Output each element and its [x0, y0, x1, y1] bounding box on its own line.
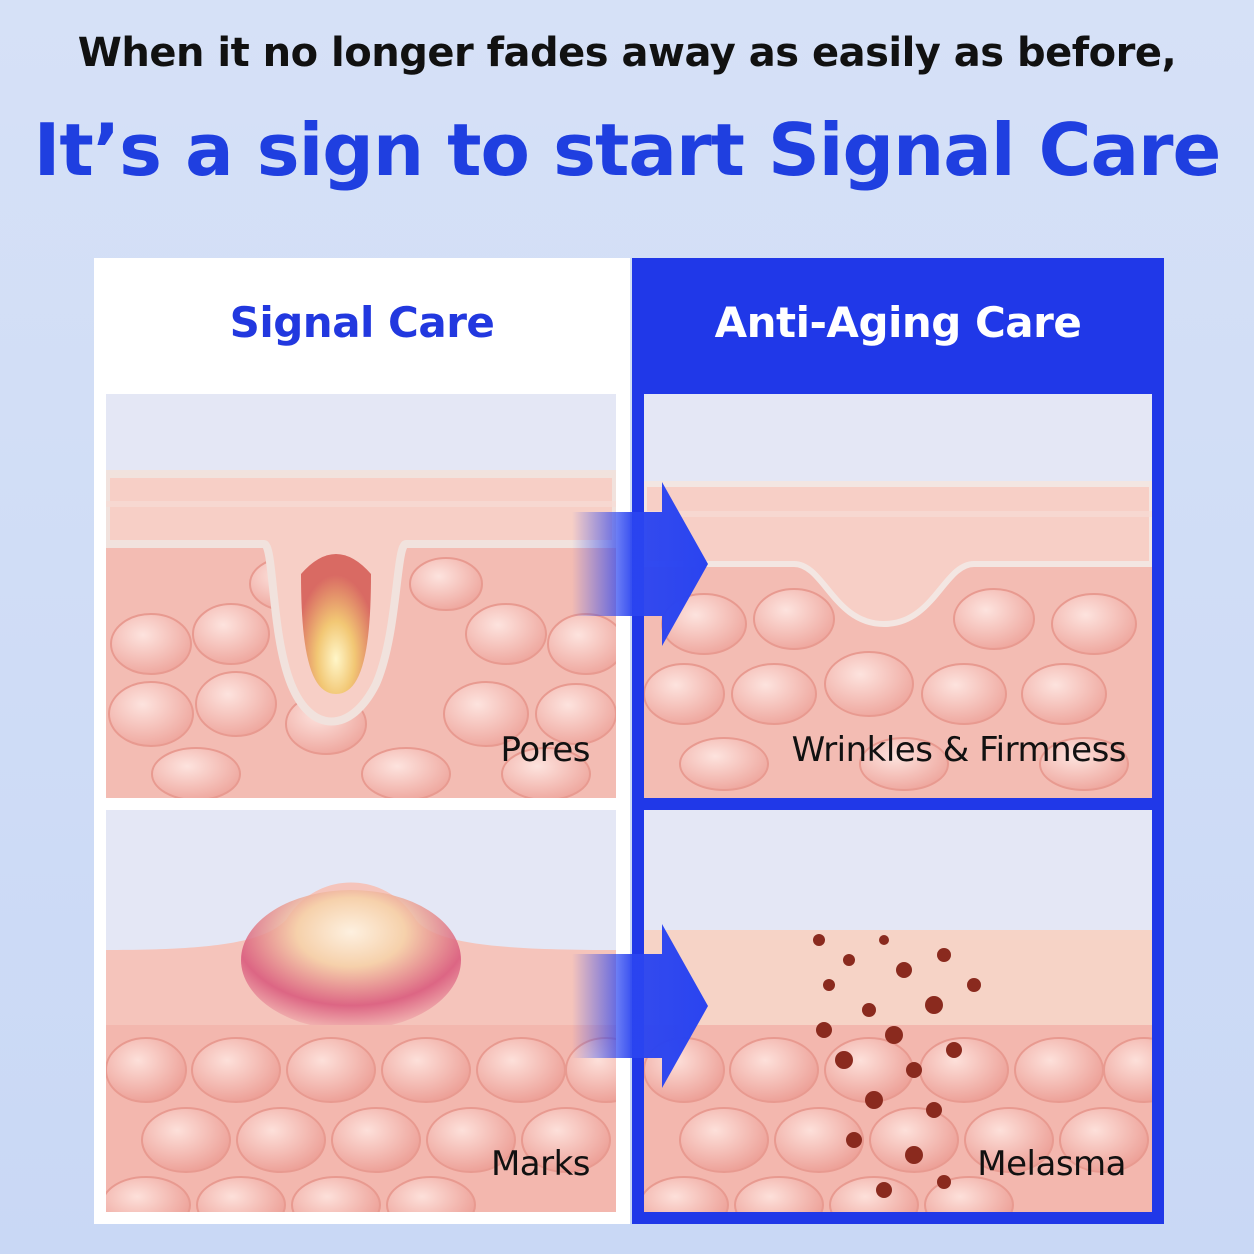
pores-panel: Pores [106, 394, 616, 798]
melasma-illustration [644, 810, 1152, 1212]
marks-illustration [106, 810, 616, 1212]
pores-illustration [106, 394, 616, 798]
signal-care-column: Signal Care [94, 258, 630, 1224]
pores-label: Pores [500, 730, 591, 770]
wrinkles-label: Wrinkles & Firmness [791, 730, 1127, 770]
anti-aging-care-column: Anti-Aging Care Wrinkles & Fi [632, 258, 1164, 1224]
wrinkles-panel: Wrinkles & Firmness [644, 394, 1152, 798]
marks-panel: Marks [106, 810, 616, 1212]
marks-label: Marks [490, 1144, 591, 1184]
wrinkles-illustration [644, 394, 1152, 798]
arrow-right-icon [572, 924, 708, 1088]
signal-care-heading: Signal Care [229, 298, 495, 347]
arrow-right-icon [572, 482, 708, 646]
headline: When it no longer fades away as easily a… [77, 30, 1177, 76]
page-title: It’s a sign to start Signal Care [33, 108, 1222, 192]
anti-aging-care-heading: Anti-Aging Care [714, 298, 1082, 347]
melasma-label: Melasma [977, 1144, 1126, 1184]
melasma-panel: Melasma [644, 810, 1152, 1212]
